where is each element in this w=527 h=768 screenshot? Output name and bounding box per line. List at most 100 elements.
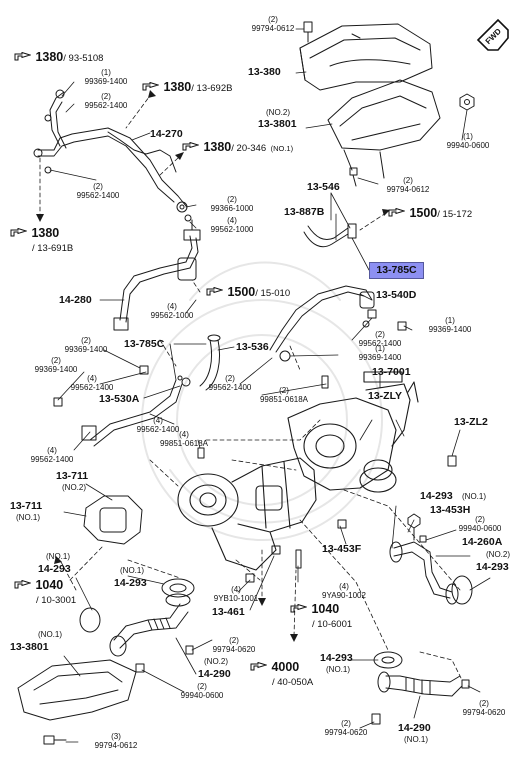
watermark-emblem — [141, 261, 383, 541]
part-13-546[interactable]: 13-546 — [307, 181, 340, 193]
ref-1040-10-3001[interactable]: 1040 — [14, 578, 63, 592]
pointing-hand-icon — [14, 580, 31, 589]
part-9YA90-1002[interactable]: 9YA90-1002 — [322, 591, 366, 600]
label-qty: (2) — [403, 176, 413, 185]
label-qty: (4) — [47, 446, 57, 455]
part-99940-0600-c[interactable]: 99940-0600 — [180, 691, 224, 700]
part-14-290-b[interactable]: 14-290 — [398, 722, 431, 734]
part-99562-1400-d[interactable]: 99562-1400 — [358, 339, 402, 348]
part-99562-1400-c[interactable]: 99562-1400 — [70, 383, 114, 392]
part-14-293-e[interactable]: 14-293 — [320, 652, 353, 664]
part-14-270[interactable]: 14-270 — [150, 128, 183, 140]
ref-number: 1380 — [163, 80, 192, 94]
label-qty: (2) — [229, 636, 239, 645]
ref-1380-93-5108[interactable]: 1380/ 93-5108 — [14, 50, 103, 66]
part-13-887B[interactable]: 13-887B — [284, 206, 325, 218]
gasket-14-293-lower-left — [79, 607, 101, 633]
ref-1380-13-691B[interactable]: 1380 — [10, 226, 59, 240]
exhaust-pipe-14-290-no1 — [377, 671, 463, 697]
part-99369-1400-e[interactable]: 99369-1400 — [358, 353, 402, 362]
part-99369-1400-a[interactable]: 99369-1400 — [84, 77, 128, 86]
part-13-785C[interactable]: 13-785C — [124, 338, 165, 350]
ref-1500-15-172[interactable]: 1500/ 15-172 — [388, 206, 472, 222]
ref-number: 1500 — [227, 285, 256, 299]
ref-number: 1040 — [35, 578, 64, 592]
part-13-711-no1[interactable]: 13-711 — [10, 500, 43, 512]
pointing-hand-icon — [290, 604, 307, 613]
part-99562-1000-a[interactable]: 99562-1000 — [210, 225, 254, 234]
ref-1040-10-6001[interactable]: 1040 — [290, 602, 339, 616]
label-qty: (4) — [339, 582, 349, 591]
label-qty: (2) — [101, 92, 111, 101]
ref-sub: (NO.1) — [270, 144, 294, 153]
part-99940-0600-a[interactable]: 99940-0600 — [446, 141, 490, 150]
part-13-453F[interactable]: 13-453F — [322, 543, 362, 555]
part-13-3801-upper[interactable]: 13-3801 — [258, 118, 297, 130]
hose-13-887B — [303, 223, 357, 248]
part-99794-0620-b[interactable]: 99794-0620 — [462, 708, 506, 717]
label-qty: (1) — [101, 68, 111, 77]
part-13-ZL2[interactable]: 13-ZL2 — [454, 416, 488, 428]
part-14-293-b[interactable]: 14-293 — [476, 561, 509, 573]
part-99369-1400-d[interactable]: 99369-1400 — [34, 365, 78, 374]
part-13-711-no2[interactable]: 13-711 — [56, 470, 89, 482]
part-13-461[interactable]: 13-461 — [212, 606, 245, 618]
ref-1380-13-692B[interactable]: 1380/ 13-692B — [142, 80, 232, 96]
part-99851-0618A-a[interactable]: 99851-0618A — [259, 395, 309, 404]
part-99794-0612-top[interactable]: 99794-0612 — [251, 24, 295, 33]
part-99366-1000[interactable]: 99366-1000 — [210, 204, 254, 213]
part-13-ZLY[interactable]: 13-ZLY — [368, 390, 403, 402]
ref-4000-40-050A[interactable]: 4000 — [250, 660, 299, 674]
part-14-293-c[interactable]: 14-293 — [38, 563, 71, 575]
label-qty: (1) — [445, 316, 455, 325]
part-13-380[interactable]: 13-380 — [248, 66, 281, 78]
part-99794-0612-c[interactable]: 99794-0612 — [94, 741, 138, 750]
gasket-13-711 — [83, 495, 143, 545]
part-99369-1400-b[interactable]: 99369-1400 — [428, 325, 472, 334]
part-14-290-a[interactable]: 14-290 — [198, 668, 231, 680]
part-13-3801-lower[interactable]: 13-3801 — [10, 641, 49, 653]
part-99369-1400-c[interactable]: 99369-1400 — [64, 345, 108, 354]
forward-arrow-icon: FWD — [476, 18, 509, 51]
label-qty: (1) — [463, 132, 473, 141]
label-no: (NO.1) — [326, 665, 350, 674]
part-13-530A[interactable]: 13-530A — [99, 393, 140, 405]
pointing-hand-icon — [14, 52, 31, 61]
part-99562-1400-b[interactable]: 99562-1400 — [76, 191, 120, 200]
ref-page: / 15-010 — [255, 288, 291, 299]
part-99794-0620-a[interactable]: 99794-0620 — [212, 645, 256, 654]
label-qty: (2) — [81, 336, 91, 345]
part-14-293-a[interactable]: 14-293 — [420, 490, 453, 502]
pointing-hand-icon — [250, 662, 267, 671]
part-99794-0620-c[interactable]: 99794-0620 — [324, 728, 368, 737]
label-qty: (4) — [87, 374, 97, 383]
pipe-14-260A — [389, 541, 459, 605]
gasket-14-293-right — [451, 575, 473, 605]
part-99562-1400-f[interactable]: 99562-1400 — [136, 425, 180, 434]
bolt-99794-lower-left — [43, 735, 67, 745]
part-99794-0612-b[interactable]: 99794-0612 — [386, 185, 430, 194]
part-9YB10-1001[interactable]: 9YB10-1001 — [213, 594, 259, 603]
part-14-293-d[interactable]: 14-293 — [114, 577, 147, 589]
ref-page: / 93-5108 — [63, 53, 104, 64]
part-14-260A[interactable]: 14-260A — [462, 536, 503, 548]
ref-1380-20-346[interactable]: 1380/ 20-346 (NO.1) — [182, 140, 293, 156]
part-13-7001[interactable]: 13-7001 — [372, 366, 411, 378]
ref-1500-15-010[interactable]: 1500/ 15-010 — [206, 285, 290, 301]
part-99562-1400-e[interactable]: 99562-1400 — [208, 383, 252, 392]
heat-shield-13-380 — [299, 23, 433, 91]
part-13-540D[interactable]: 13-540D — [376, 289, 417, 301]
part-99562-1400-g[interactable]: 99562-1400 — [30, 455, 74, 464]
part-99851-0618A-b[interactable]: 99851-0618A — [159, 439, 209, 448]
part-13-536[interactable]: 13-536 — [236, 341, 269, 353]
part-14-280[interactable]: 14-280 — [59, 294, 92, 306]
part-99562-1000-b[interactable]: 99562-1000 — [150, 311, 194, 320]
label-no: (NO.2) — [266, 108, 290, 117]
ref-page: / 10-6001 — [312, 619, 353, 630]
part-99940-0600-b[interactable]: 99940-0600 — [458, 524, 502, 533]
ref-page-13-691B: / 13-691B — [32, 240, 73, 256]
part-99562-1400-a[interactable]: 99562-1400 — [84, 101, 128, 110]
pipe-13-540D — [269, 285, 375, 362]
highlighted-part-13-785C[interactable]: 13-785C — [369, 262, 424, 279]
part-13-453H[interactable]: 13-453H — [430, 504, 471, 516]
